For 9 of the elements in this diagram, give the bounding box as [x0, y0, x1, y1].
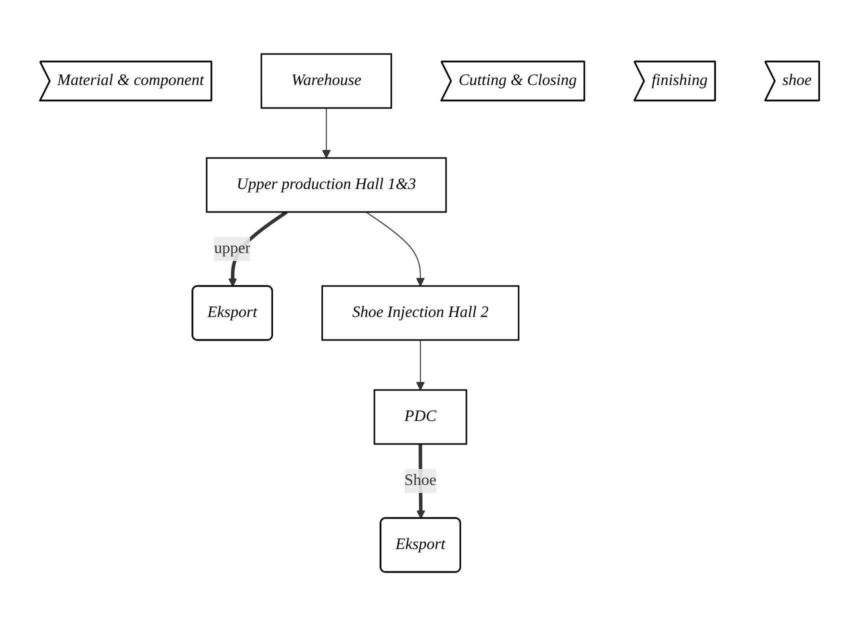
node-box: Shoe Injection Hall 2 — [321, 285, 520, 341]
arrow — [365, 212, 425, 286]
node-box: Warehouse — [260, 53, 392, 109]
arrow — [322, 108, 331, 158]
edge-label: Shoe — [404, 472, 436, 489]
node-box: PDC — [374, 389, 468, 445]
arrow — [416, 340, 425, 390]
edge-label: upper — [214, 240, 250, 257]
node-box: Upper production Hall 1&3 — [206, 157, 447, 213]
